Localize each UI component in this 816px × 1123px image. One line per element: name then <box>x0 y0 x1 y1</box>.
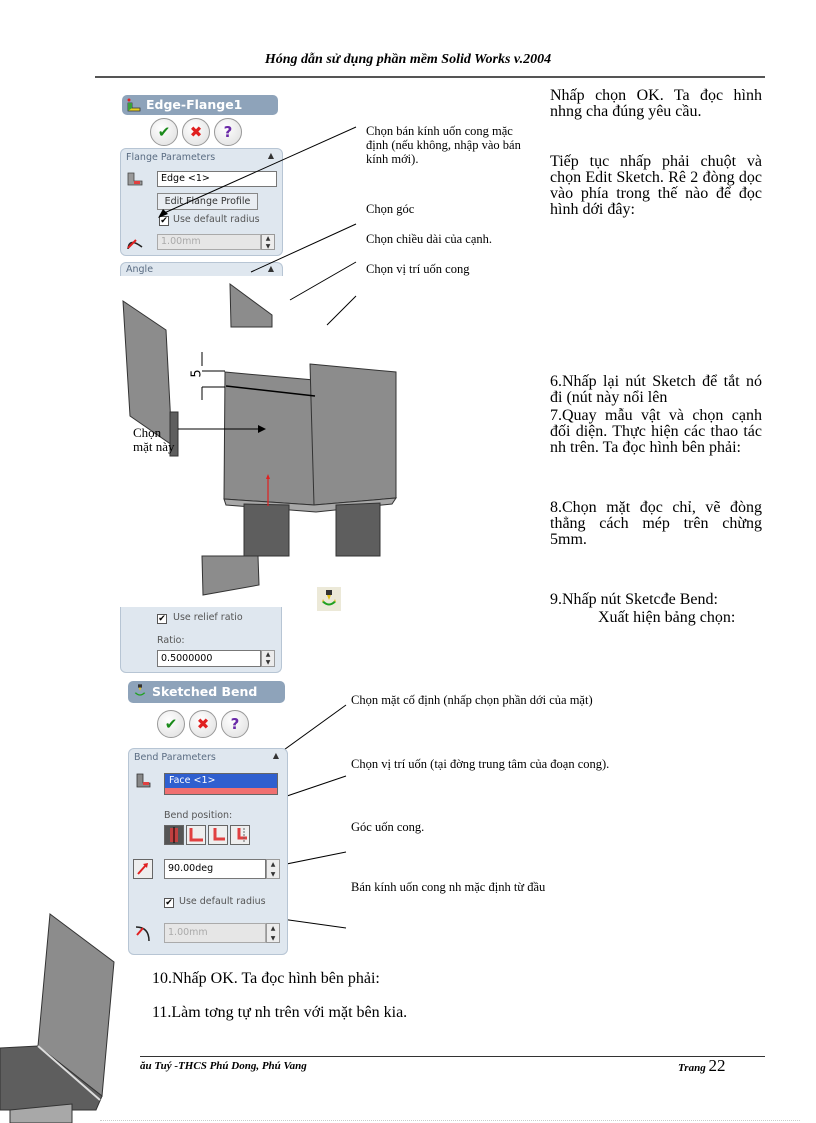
use-default-radius-label: Use default radius <box>173 214 260 225</box>
edge-flange-title-bar: Edge-Flange1 <box>122 95 278 115</box>
bend-radius-icon <box>127 239 143 250</box>
page-bottom-border <box>100 1120 800 1122</box>
page-label: Trang <box>678 1062 709 1074</box>
ok-button[interactable]: ✔ <box>150 118 178 146</box>
x-icon: ✖ <box>189 123 203 141</box>
collapse-icon[interactable]: ▲ <box>267 264 274 273</box>
use-default-radius-checkbox[interactable]: ✔ <box>164 898 174 908</box>
footer-divider <box>140 1056 765 1057</box>
sketched-bend-button-row: ✔ ✖ ? <box>157 710 249 738</box>
sketched-bend-toolbar-button[interactable] <box>317 587 341 611</box>
annotation-fixed-face: Chọn mặt cố định (nhấp chọn phần dới của… <box>351 693 593 707</box>
step-7: 7.Quay mẫu vật và chọn cạnh đối diện. Th… <box>550 407 762 456</box>
annotation-bend-radius: Bán kính uốn cong nh mặc định từ đầu <box>351 880 546 894</box>
help-button[interactable]: ? <box>214 118 242 146</box>
flange-parameters-group: Flange Parameters ▲ Edge <1> Edit Flange… <box>120 148 283 256</box>
bend-angle-spinner[interactable]: ▲▼ <box>266 859 280 879</box>
step-6: 6.Nhấp lại nút Sketch để tắt nó đi (nút … <box>550 373 762 406</box>
step-9-line-1: 9.Nhấp nút Sketcđe Bend: <box>550 591 718 608</box>
collapse-icon[interactable]: ▲ <box>267 151 274 160</box>
edge-selection-field[interactable]: Edge <1> <box>157 171 277 187</box>
bend-centerline-icon <box>170 827 178 843</box>
page-header-title: Hóng dẫn sử dụng phần mềm Solid Works v.… <box>264 52 552 67</box>
paragraph-edit-sketch: Tiếp tục nhấp phải chuột và chọn Edit Sk… <box>550 153 762 218</box>
select-face-label-line-2: mặt này <box>133 439 175 454</box>
paragraph-click-ok: Nhấp chọn OK. Ta đọc hình nhng cha đúng … <box>550 87 762 120</box>
bend-angle-field[interactable]: 90.00deg <box>164 859 266 879</box>
angle-header: Angle <box>126 264 154 275</box>
bend-position-outside-button[interactable] <box>230 825 250 845</box>
cancel-button[interactable]: ✖ <box>182 118 210 146</box>
header-divider <box>95 76 765 78</box>
fixed-face-highlight <box>165 788 277 794</box>
check-icon: ✔ <box>164 715 178 733</box>
edge-select-icon <box>127 172 143 186</box>
sketched-bend-title-bar: Sketched Bend <box>128 681 285 703</box>
cancel-button[interactable]: ✖ <box>189 710 217 738</box>
use-relief-ratio-label: Use relief ratio <box>173 612 243 623</box>
sketched-bend-icon <box>322 590 336 606</box>
reverse-direction-icon <box>137 863 148 875</box>
step-8: 8.Chọn mặt đọc chỉ, vẽ đòng thẳng cách m… <box>550 499 762 548</box>
annotation-select-position: Chọn vị trí uốn cong <box>366 262 470 276</box>
sketched-bend-title: Sketched Bend <box>152 684 258 699</box>
footer-page: Trang 22 <box>678 1056 725 1076</box>
footer-author: ău Tuý -THCS Phú Dong, Phú Vang <box>140 1060 307 1072</box>
bend-position-label: Bend position: <box>164 810 233 821</box>
x-icon: ✖ <box>196 715 210 733</box>
edge-flange-icon <box>127 98 141 112</box>
page-number: 22 <box>708 1056 726 1075</box>
material-outside-icon <box>213 828 225 841</box>
reverse-direction-button[interactable] <box>133 859 153 879</box>
relief-ratio-group: ✔ Use relief ratio Ratio: 0.5000000 ▲▼ <box>120 607 282 673</box>
face-select-icon <box>136 773 151 788</box>
step-10: 10.Nhấp OK. Ta đọc hình bên phải: <box>152 970 380 987</box>
use-default-radius-label: Use default radius <box>179 896 266 907</box>
sketched-bend-icon <box>134 684 146 696</box>
bend-position-material-outside-button[interactable] <box>208 825 228 845</box>
bend-position-material-inside-button[interactable] <box>186 825 206 845</box>
bend-position-centerline-button[interactable] <box>164 825 184 845</box>
flange-parameters-header: Flange Parameters <box>126 152 216 163</box>
angle-group: Angle ▲ <box>120 262 283 276</box>
bend-radius-field[interactable]: 1.00mm <box>157 234 261 250</box>
help-button[interactable]: ? <box>221 710 249 738</box>
select-face-label: Chọn mặt này <box>133 426 175 454</box>
annotation-select-angle: Chọn góc <box>366 202 415 216</box>
annotation-bend-angle: Góc uốn cong. <box>351 820 425 834</box>
select-face-label-line-1: Chọn <box>133 425 162 440</box>
bend-radius-spinner[interactable]: ▲▼ <box>266 923 280 943</box>
ratio-field[interactable]: 0.5000000 <box>157 650 261 667</box>
material-inside-icon <box>189 828 203 842</box>
fixed-face-field[interactable]: Face <1> <box>164 773 278 795</box>
question-icon: ? <box>230 715 240 733</box>
annotation-default-radius: Chọn bán kính uốn cong mặc định (nếu khô… <box>366 124 521 166</box>
ratio-spinner[interactable]: ▲▼ <box>261 650 275 667</box>
annotation-bend-position: Chọn vị trí uốn (tại đờng trung tâm của … <box>351 757 610 771</box>
collapse-icon[interactable]: ▲ <box>272 751 279 760</box>
edge-flange-button-row: ✔ ✖ ? <box>150 118 242 146</box>
annotation-select-length: Chọn chiều dài của cạnh. <box>366 232 492 246</box>
dimension-label: 5 <box>189 369 205 378</box>
check-icon: ✔ <box>157 123 171 141</box>
edge-flange-title: Edge-Flange1 <box>146 97 243 112</box>
question-icon: ? <box>223 123 233 141</box>
step-11: 11.Làm tơng tự nh trên với mặt bên kia. <box>152 1004 408 1021</box>
ok-button[interactable]: ✔ <box>157 710 185 738</box>
bend-radius-field[interactable]: 1.00mm <box>164 923 266 943</box>
bend-outside-icon <box>237 828 247 842</box>
bend-radius-icon <box>135 926 150 942</box>
use-default-radius-checkbox[interactable]: ✔ <box>159 216 169 226</box>
bend-radius-spinner[interactable]: ▲▼ <box>261 234 275 250</box>
fixed-face-value: Face <1> <box>169 775 216 786</box>
ratio-label: Ratio: <box>157 635 185 646</box>
edit-flange-profile-button[interactable]: Edit Flange Profile <box>157 193 258 210</box>
bend-parameters-group: Bend Parameters ▲ Face <1> Bend position… <box>128 748 288 955</box>
bend-parameters-header: Bend Parameters <box>134 752 216 763</box>
step-9-line-2: Xuất hiện bảng chọn: <box>598 609 736 626</box>
use-relief-ratio-checkbox[interactable]: ✔ <box>157 614 167 624</box>
